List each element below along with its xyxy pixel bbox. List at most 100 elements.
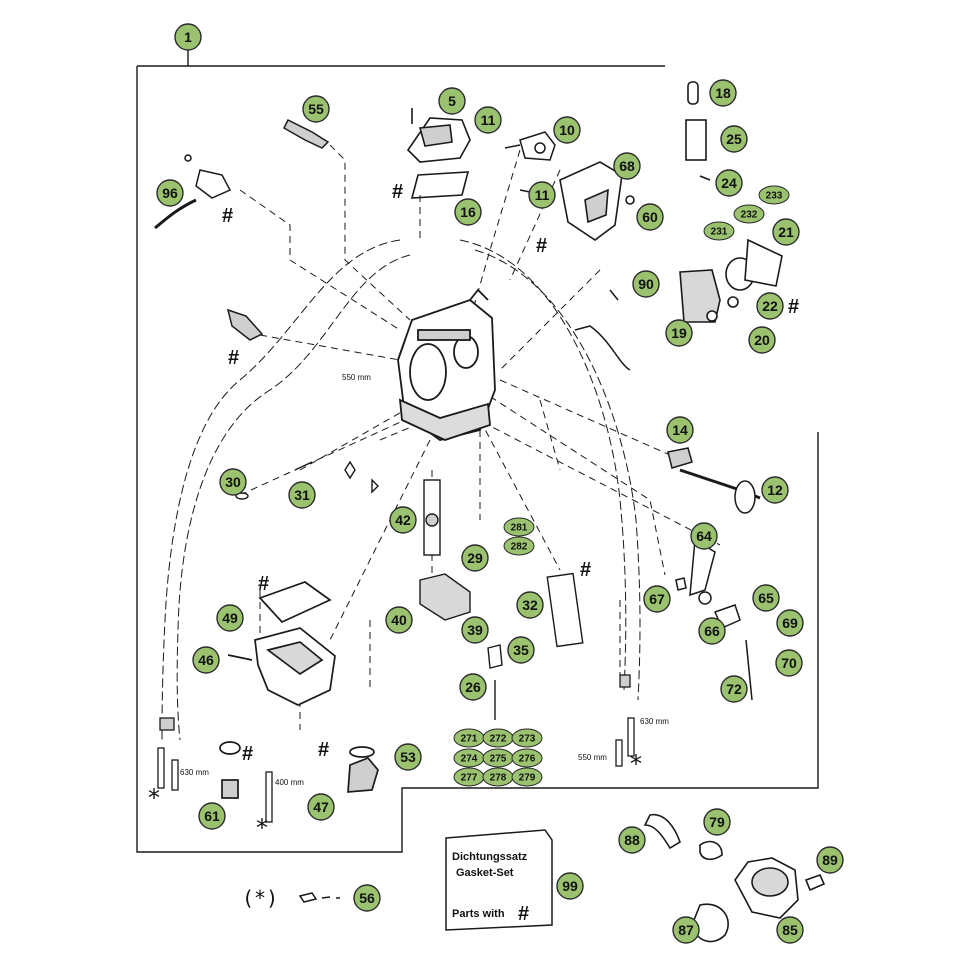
legend-asterisk: (*): [242, 886, 278, 910]
part-label: 11: [528, 181, 556, 209]
part-label: 35: [507, 636, 535, 664]
asterisk-marker: *: [630, 750, 642, 778]
label-number: 19: [671, 325, 687, 341]
part-label: 31: [288, 481, 316, 509]
label-badge: [353, 884, 381, 912]
part-label: 49: [216, 604, 244, 632]
label-badge: [715, 169, 743, 197]
part-label: 88: [618, 826, 646, 854]
label-badge: [643, 585, 671, 613]
part-label: 61: [198, 802, 226, 830]
part-label: 87: [672, 916, 700, 944]
label-badge: [553, 116, 581, 144]
label-badge: [288, 481, 316, 509]
label-number: 46: [198, 652, 214, 668]
hash-marker: #: [228, 347, 239, 369]
carburetor-body: [397, 288, 496, 441]
label-number: 276: [519, 754, 536, 765]
label-badge: [776, 916, 804, 944]
label-badge: [636, 203, 664, 231]
hash-marker: #: [258, 573, 269, 595]
label-number: 69: [782, 615, 798, 631]
label-badge: [698, 617, 726, 645]
label-badge: [761, 476, 789, 504]
label-number: 39: [467, 622, 483, 638]
label-number: 79: [709, 814, 725, 830]
label-badge: [752, 584, 780, 612]
label-number: 5: [448, 93, 456, 109]
label-number: 61: [204, 808, 220, 824]
label-badge: [156, 179, 184, 207]
label-badge: [748, 326, 776, 354]
sub-part-label: 272: [482, 728, 514, 748]
hash-marker: #: [242, 743, 253, 765]
label-number: 65: [758, 590, 774, 606]
label-number: 20: [754, 332, 770, 348]
part-label: 85: [776, 916, 804, 944]
label-badge: [461, 544, 489, 572]
sub-part-label: 275: [482, 748, 514, 768]
label-number: 42: [395, 512, 411, 528]
label-number: 271: [461, 734, 478, 745]
part-label: 55: [302, 95, 330, 123]
sub-part-label: 281: [503, 517, 535, 537]
label-badge: [503, 536, 535, 556]
label-badge: [720, 125, 748, 153]
label-badge: [216, 604, 244, 632]
label-badge: [709, 79, 737, 107]
label-number: 29: [467, 550, 483, 566]
hash-marker: #: [536, 235, 547, 257]
label-badge: [703, 221, 735, 241]
label-badge: [816, 846, 844, 874]
part-label: 66: [698, 617, 726, 645]
label-badge: [613, 152, 641, 180]
label-number: 273: [519, 734, 536, 745]
sub-part-label: 279: [511, 767, 543, 787]
label-number: 282: [511, 542, 528, 553]
sub-part-label: 276: [511, 748, 543, 768]
label-badge: [394, 743, 422, 771]
label-badge: [776, 609, 804, 637]
part-label: 12: [761, 476, 789, 504]
label-number: 89: [822, 852, 838, 868]
label-badge: [192, 646, 220, 674]
part-label: 39: [461, 616, 489, 644]
label-number: 68: [619, 158, 635, 174]
part-label: 26: [459, 673, 487, 701]
part-label: 79: [703, 808, 731, 836]
label-number: 85: [782, 922, 798, 938]
label-badge: [507, 636, 535, 664]
label-number: 16: [460, 204, 476, 220]
assembly-frame: [136, 48, 819, 853]
part-label: 60: [636, 203, 664, 231]
part-label: 10: [553, 116, 581, 144]
part-label: 47: [307, 793, 335, 821]
label-badge: [775, 649, 803, 677]
label-number: 47: [313, 799, 329, 815]
side-cover: [559, 161, 635, 241]
label-badge: [511, 728, 543, 748]
pump-linkage: [574, 289, 761, 701]
label-badge: [219, 468, 247, 496]
sub-part-label: 273: [511, 728, 543, 748]
gasket-box-line3: Parts with: [452, 908, 505, 920]
label-number: 25: [726, 131, 742, 147]
part-label: 99: [556, 872, 584, 900]
label-badge: [438, 87, 466, 115]
gasket-box-hash: #: [518, 903, 529, 925]
part-label: 70: [775, 649, 803, 677]
label-badge: [720, 675, 748, 703]
label-badge: [756, 292, 784, 320]
label-number: 66: [704, 623, 720, 639]
label-number: 26: [465, 679, 481, 695]
label-badge: [503, 517, 535, 537]
label-badge: [666, 416, 694, 444]
part-label: 69: [776, 609, 804, 637]
label-number: 231: [711, 227, 728, 238]
label-number: 11: [481, 112, 496, 128]
hose-pieces: [157, 674, 635, 823]
label-badge: [690, 522, 718, 550]
label-badge: [307, 793, 335, 821]
label-number: 32: [522, 597, 538, 613]
label-badge: [461, 616, 489, 644]
